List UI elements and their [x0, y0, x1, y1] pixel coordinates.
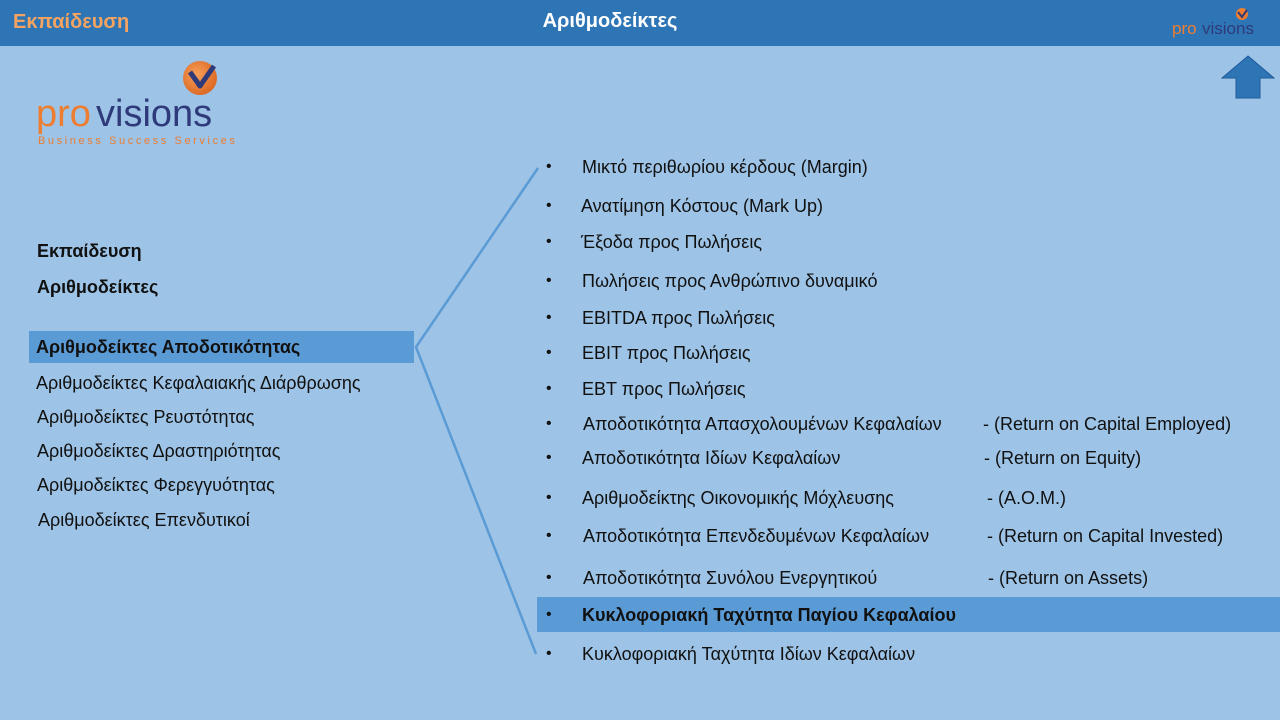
bullet: •: [546, 197, 552, 214]
breadcrumb-ratios[interactable]: Αριθμοδείκτες: [37, 277, 159, 297]
bullet: •: [546, 344, 552, 361]
bullet: •: [546, 309, 552, 326]
category-investment[interactable]: Αριθμοδείκτες Επενδυτικοί: [38, 510, 250, 530]
category-capital-structure[interactable]: Αριθμοδείκτες Κεφαλαιακής Διάρθρωσης: [36, 373, 361, 393]
category-solvency[interactable]: Αριθμοδείκτες Φερεγγυότητας: [37, 475, 275, 495]
header-logo-visions: visions: [1202, 19, 1254, 38]
ratio-ebit-to-sales[interactable]: EBIT προς Πωλήσεις: [582, 343, 751, 363]
ratio-gross-margin[interactable]: Μικτό περιθωρίου κέρδους (Margin): [582, 157, 868, 177]
bullet: •: [546, 645, 552, 662]
provisions-logo: pro visions Business Success Services: [36, 61, 238, 147]
ratio-roa-desc: - (Return on Assets): [988, 568, 1149, 588]
ratio-roce-desc: - (Return on Capital Employed): [983, 414, 1232, 434]
up-arrow-icon[interactable]: [1221, 55, 1275, 99]
page-title: Αριθμοδείκτες: [542, 10, 678, 32]
ratio-roe[interactable]: Αποδοτικότητα Ιδίων Κεφαλαίων: [582, 448, 841, 468]
bullet: •: [546, 569, 552, 586]
connector-lines: [414, 167, 540, 655]
bullet: •: [546, 158, 552, 175]
ratio-roci[interactable]: Αποδοτικότητα Επενδεδυμένων Κεφαλαίων: [583, 526, 930, 546]
ratio-sales-to-personnel[interactable]: Πωλήσεις προς Ανθρώπινο δυναμικό: [582, 271, 878, 291]
ratio-equity-turnover[interactable]: Κυκλοφοριακή Ταχύτητα Ιδίων Κεφαλαίων: [582, 644, 916, 664]
category-label: Αριθμοδείκτες Αποδοτικότητας: [36, 337, 301, 357]
header-logo-pro: pro: [1172, 19, 1197, 38]
ratio-roce[interactable]: Αποδοτικότητα Απασχολουμένων Κεφαλαίων: [583, 414, 942, 434]
logo-visions-text: visions: [96, 93, 212, 135]
ratio-mark-up[interactable]: Ανατίμηση Κόστους (Mark Up): [581, 196, 823, 216]
bullet: •: [546, 272, 552, 289]
bullet: •: [546, 415, 552, 432]
logo-tagline: Business Success Services: [38, 135, 238, 147]
bullet: •: [546, 449, 552, 466]
category-profitability[interactable]: Αριθμοδείκτες Αποδοτικότητας: [29, 331, 414, 363]
bullet: •: [546, 489, 552, 506]
bullet: •: [546, 527, 552, 544]
section-label: Εκπαίδευση: [13, 11, 130, 33]
ratio-fixed-asset-turnover[interactable]: Κυκλοφοριακή Ταχύτητα Παγίου Κεφαλαίου: [582, 605, 956, 625]
header-bar: Εκπαίδευση Αριθμοδείκτες pro visions: [0, 0, 1280, 46]
header-logo: pro visions: [1172, 8, 1254, 38]
ratio-roa[interactable]: Αποδοτικότητα Συνόλου Ενεργητικού: [583, 568, 878, 588]
ratio-ebitda-to-sales[interactable]: EBITDA προς Πωλήσεις: [582, 308, 775, 328]
bullet: •: [546, 380, 552, 397]
selected-ratio-highlight: [537, 597, 1280, 632]
ratio-financial-leverage[interactable]: Αριθμοδείκτης Οικονομικής Μόχλευσης: [582, 488, 894, 508]
ratio-expenses-to-sales[interactable]: Έξοδα προς Πωλήσεις: [581, 232, 763, 252]
bullet: •: [546, 233, 552, 250]
category-liquidity[interactable]: Αριθμοδείκτες Ρευστότητας: [37, 407, 255, 427]
bullet: •: [546, 606, 552, 623]
ratio-financial-leverage-desc: - (Α.Ο.Μ.): [987, 488, 1066, 508]
ratio-roci-desc: - (Return on Capital Invested): [987, 526, 1224, 546]
logo-pro-text: pro: [36, 93, 91, 135]
breadcrumb-training[interactable]: Εκπαίδευση: [37, 241, 142, 261]
category-activity[interactable]: Αριθμοδείκτες Δραστηριότητας: [37, 441, 281, 461]
ratio-ebt-to-sales[interactable]: EBT προς Πωλήσεις: [582, 379, 746, 399]
ratio-roe-desc: - (Return on Equity): [984, 448, 1142, 468]
